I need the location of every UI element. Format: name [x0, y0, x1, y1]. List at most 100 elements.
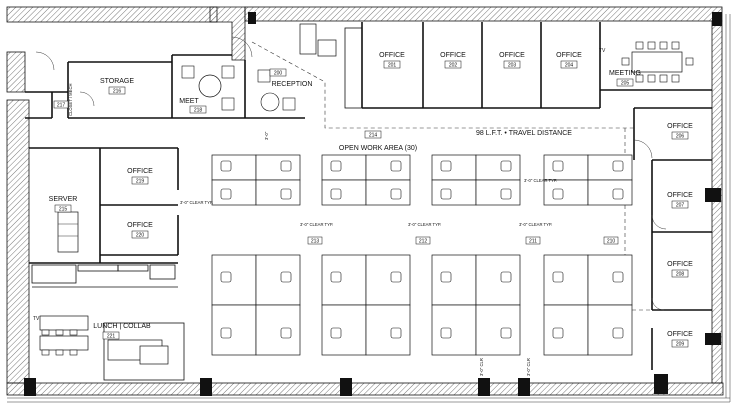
room-name: OFFICE — [667, 331, 693, 338]
desk-chair — [220, 188, 232, 200]
desk-chair — [552, 160, 564, 172]
room-name: OFFICE — [556, 52, 582, 59]
workstation-desk — [211, 304, 257, 356]
room-name: OFFICE — [499, 52, 525, 59]
reception-furniture — [103, 23, 683, 381]
desk-chair — [440, 271, 452, 283]
workstation-grid — [211, 154, 633, 356]
room-name: OFFICE — [667, 123, 693, 130]
desk-chair — [552, 188, 564, 200]
workstation-desk — [543, 304, 589, 356]
meeting-chairs — [621, 41, 694, 83]
workstation-desk — [543, 179, 589, 206]
workstation-desk — [365, 304, 411, 356]
lunch-tables — [39, 315, 89, 356]
room-number: 200 — [274, 71, 283, 77]
room-name: OFFICE — [667, 261, 693, 268]
workstation-desk — [431, 154, 477, 181]
workstation-desk — [211, 154, 257, 181]
room-number: 203 — [508, 63, 517, 69]
workstation-desk — [211, 254, 257, 306]
workstation-desk — [431, 179, 477, 206]
server-racks — [57, 211, 79, 253]
room-number: 218 — [194, 108, 203, 114]
desk-chair — [612, 271, 624, 283]
room-name: OFFICE — [379, 52, 405, 59]
room-number: 206 — [676, 134, 685, 140]
room-number: 216 — [113, 89, 122, 95]
desk-chair — [220, 160, 232, 172]
desk-chair — [390, 327, 402, 339]
desk-chair — [500, 327, 512, 339]
desk-chair — [500, 188, 512, 200]
desk-chair — [280, 327, 292, 339]
room-name: OFFICE — [127, 168, 153, 175]
room-name: MEET — [179, 98, 199, 105]
workstation-desk — [321, 304, 367, 356]
exterior-walls — [6, 6, 731, 403]
desk-chair — [330, 271, 342, 283]
clear-label: 3'-0" CLEAR TYP. — [524, 178, 557, 183]
clear-label: 3'-0" CLEAR TYP. — [408, 222, 441, 227]
room-number: 221 — [107, 334, 116, 340]
zone-number: 217 — [57, 103, 66, 109]
workstation-desk — [255, 254, 301, 306]
clear-label: 3'-0" CLEAR TYP. — [180, 200, 213, 205]
workstation-desk — [211, 179, 257, 206]
room-number: 201 — [388, 63, 397, 69]
tv-label: TV — [33, 316, 40, 322]
desk-chair — [500, 160, 512, 172]
room-name: MEETING — [609, 70, 641, 77]
workstation-desk — [365, 179, 411, 206]
workstation-desk — [365, 154, 411, 181]
workstation-desk — [255, 304, 301, 356]
room-number: 204 — [565, 63, 574, 69]
desk-chair — [612, 160, 624, 172]
desk-chair — [440, 188, 452, 200]
room-number: 215 — [59, 207, 68, 213]
workstation-desk — [431, 304, 477, 356]
workstation-desk — [543, 254, 589, 306]
desk-chair — [330, 327, 342, 339]
room-number: 219 — [136, 179, 145, 185]
room-number: 205 — [621, 81, 630, 87]
work-area-number: 214 — [369, 133, 378, 139]
interior-walls — [25, 22, 712, 370]
desk-chair — [440, 160, 452, 172]
workstation-desk — [587, 304, 633, 356]
desk-chair — [612, 188, 624, 200]
clear-label: 3'-0" CLEAR TYP. — [519, 222, 552, 227]
workstation-desk — [587, 179, 633, 206]
desk-chair — [552, 327, 564, 339]
door-swings — [35, 36, 667, 311]
desk-chair — [280, 271, 292, 283]
workstation-desk — [365, 254, 411, 306]
workstation-desk — [475, 304, 521, 356]
room-name: RECEPTION — [272, 81, 313, 88]
closet-label: CLOSET / MECH — [68, 84, 73, 117]
desk-chair — [440, 327, 452, 339]
room-name: OFFICE — [127, 222, 153, 229]
desk-chair — [500, 271, 512, 283]
structural-columns — [24, 12, 722, 396]
desk-chair — [390, 271, 402, 283]
zone-number: 212 — [419, 239, 428, 245]
desk-chair — [552, 271, 564, 283]
room-name: STORAGE — [100, 78, 134, 85]
room-name: SERVER — [49, 196, 78, 203]
desk-chair — [390, 160, 402, 172]
workstation-desk — [587, 254, 633, 306]
room-number: 207 — [676, 203, 685, 209]
room-number: 202 — [449, 63, 458, 69]
tv-label: TV — [599, 48, 606, 54]
desk-chair — [220, 327, 232, 339]
desk-chair — [612, 327, 624, 339]
travel-distance-label: 98 L.F.T. • TRAVEL DISTANCE — [476, 130, 572, 137]
room-number: 220 — [136, 233, 145, 239]
vertical-clear-label: 3'-0" CLR — [526, 358, 531, 376]
vertical-clear-label: 3'-0" — [264, 131, 269, 140]
desk-chair — [280, 160, 292, 172]
workstation-desk — [255, 154, 301, 181]
desk-chair — [280, 188, 292, 200]
